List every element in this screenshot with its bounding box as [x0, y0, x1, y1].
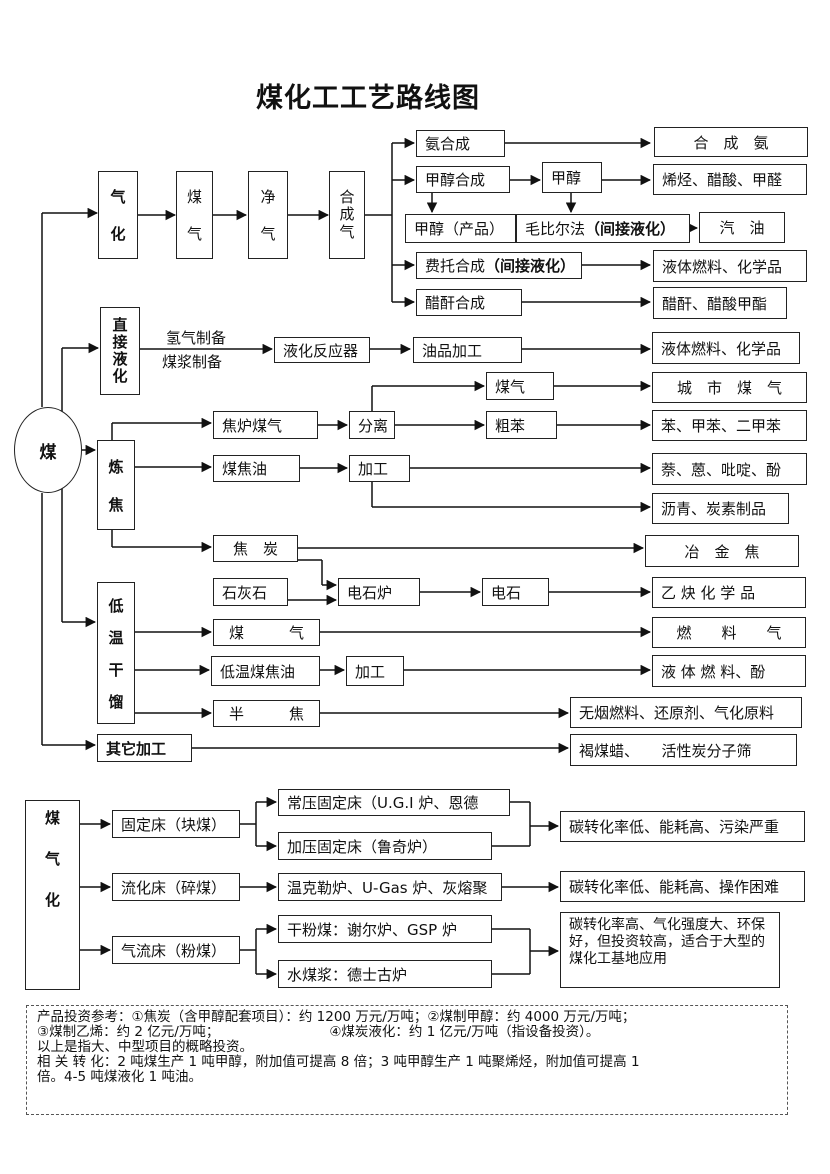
investment-note: 产品投资参考：①焦炭（含甲醇配套项目）：约 1200 万元/万吨；②煤制甲醇：约… — [26, 1005, 788, 1115]
dry-powder-box: 干粉煤：谢尔炉、GSP 炉 — [278, 915, 492, 943]
naphthalene-product-box: 萘、蒽、吡啶、酚 — [652, 453, 807, 485]
coal-node: 煤 — [14, 407, 82, 493]
acetic-anhydride-box: 醋酐合成 — [416, 289, 522, 316]
city-gas-box: 城 市 煤 气 — [652, 372, 807, 403]
coal-gasification-box: 煤 气 化 — [25, 800, 80, 990]
acetic-product-box: 醋酐、醋酸甲酯 — [653, 287, 787, 319]
coke-box: 焦 炭 — [213, 535, 298, 562]
ammonia-synthesis-box: 氨合成 — [416, 130, 505, 157]
fluidized-bed-types-box: 温克勒炉、U-Gas 炉、灰熔聚 — [278, 873, 502, 901]
hydrogen-prep-label: 氢气制备 — [166, 329, 227, 347]
limestone-box: 石灰石 — [213, 578, 288, 606]
direct-product-box: 液体燃料、化学品 — [652, 332, 800, 364]
liquid-fuel-phenol-box: 液 体 燃 料、酚 — [652, 655, 806, 687]
coking-char-2: 焦 — [108, 495, 124, 514]
low-temp-char-3: 干 — [108, 660, 124, 679]
fuel-gas-box: 燃 料 气 — [652, 617, 806, 648]
note-line-5: 倍。4-5 吨煤液化 1 吨油。 — [37, 1069, 203, 1085]
syngas-char-3: 气 — [339, 222, 355, 241]
coal-gas-char-2: 气 — [186, 225, 202, 243]
direct-liquefaction-char-1: 直 — [112, 315, 128, 334]
acetylene-product-box: 乙 炔 化 学 品 — [652, 577, 806, 608]
clean-gas-char-1: 净 — [260, 188, 276, 206]
coking-char-1: 炼 — [108, 457, 124, 476]
coal-gasification-char-2: 气 — [44, 850, 60, 868]
low-temp-char-2: 温 — [108, 628, 124, 647]
syngas-box: 合 成 气 — [329, 171, 365, 259]
note-line-2a: ③煤制乙烯：约 2 亿元/万吨； — [37, 1024, 220, 1040]
calcium-carbide-box: 电石 — [482, 578, 549, 606]
pitch-product-box: 沥青、炭素制品 — [652, 493, 789, 524]
coal-gas-char-1: 煤 — [186, 188, 202, 206]
clean-gas-box: 净 气 — [248, 171, 288, 259]
note-line-4: 相 关 转 化：2 吨煤生产 1 吨甲醇，附加值可提高 8 倍；3 吨甲醇生产 … — [37, 1054, 640, 1070]
coal-label: 煤 — [39, 442, 57, 463]
ammonia-product-box: 合 成 氨 — [654, 127, 808, 157]
low-temp-char-1: 低 — [108, 596, 124, 615]
mobil-process-box: 毛比尔法（间接液化） — [516, 214, 690, 243]
note-line-2: ③煤制乙烯：约 2 亿元/万吨； ④煤炭液化：约 1 亿元/万吨（指设备投资）。 — [37, 1025, 777, 1040]
fischer-tropsch-note: （间接液化） — [485, 257, 576, 275]
crude-benzene-box: 粗苯 — [486, 411, 557, 439]
coal-gasification-char-1: 煤 — [44, 809, 60, 827]
benzene-product-box: 苯、甲苯、二甲苯 — [652, 410, 807, 441]
direct-liquefaction-char-2: 接 — [112, 332, 128, 351]
direct-liquefaction-char-4: 化 — [112, 367, 128, 386]
syngas-char-1: 合 — [339, 188, 355, 207]
coal-gas-box: 煤 气 — [176, 171, 213, 259]
low-temp-processing-box: 加工 — [346, 656, 404, 686]
slurry-prep-label: 煤浆制备 — [162, 353, 223, 371]
low-temp-tar-box: 低温煤焦油 — [211, 656, 320, 686]
low-temp-carbonization-box: 低 温 干 馏 — [97, 582, 135, 724]
methanol-synthesis-box: 甲醇合成 — [416, 166, 510, 193]
note-line-3: 以上是指大、中型项目的概略投资。 — [37, 1039, 253, 1055]
liquefaction-reactor-box: 液化反应器 — [274, 337, 370, 363]
page-title: 煤化工工艺路线图 — [256, 83, 480, 114]
mobil-process-note: （间接液化） — [585, 220, 676, 238]
gasification-char-1: 气 — [110, 188, 126, 206]
direct-liquefaction-char-3: 液 — [112, 350, 128, 368]
gas-box: 煤气 — [486, 372, 554, 400]
metallurgical-coke-box: 冶 金 焦 — [645, 535, 799, 567]
water-slurry-box: 水煤浆：德士古炉 — [278, 960, 492, 988]
coal-gasification-char-3: 化 — [44, 891, 60, 909]
ft-product-box: 液体燃料、化学品 — [653, 250, 807, 282]
low-temp-char-4: 馏 — [108, 692, 124, 711]
note-line-1: 产品投资参考：①焦炭（含甲醇配套项目）：约 1200 万元/万吨；②煤制甲醇：约… — [37, 1009, 636, 1025]
note-line-2b: ④煤炭液化：约 1 亿元/万吨（指设备投资）。 — [329, 1024, 600, 1040]
coal-tar-box: 煤焦油 — [213, 455, 300, 482]
mobil-process-label: 毛比尔法 — [525, 220, 586, 238]
clean-gas-char-2: 气 — [260, 225, 276, 243]
fluidized-bed-box: 流化床（碎煤） — [112, 873, 240, 901]
other-product-box: 褐煤蜡、 活性炭分子筛 — [570, 734, 797, 766]
separation-box: 分离 — [349, 411, 395, 439]
semicoke-box: 半 焦 — [213, 700, 320, 727]
entrained-bed-result-box: 碳转化率高、气化强度大、环保好，但投资较高，适合于大型的煤化工基地应用 — [560, 912, 780, 988]
entrained-bed-box: 气流床（粉煤） — [112, 936, 240, 964]
direct-liquefaction-box: 直 接 液 化 — [100, 307, 140, 395]
fixed-bed-box: 固定床（块煤） — [112, 810, 240, 838]
fischer-tropsch-box: 费托合成（间接液化） — [416, 252, 582, 279]
olefins-product-box: 烯烃、醋酸、甲醛 — [653, 164, 807, 195]
methanol-box: 甲醇 — [542, 162, 602, 193]
other-processing-box: 其它加工 — [97, 734, 192, 762]
fixed-bed-result-box: 碳转化率低、能耗高、污染严重 — [560, 811, 805, 842]
coking-box: 炼 焦 — [97, 440, 135, 530]
gasoline-box: 汽 油 — [699, 212, 785, 243]
low-temp-gas-box: 煤 气 — [213, 619, 320, 646]
syngas-char-2: 成 — [339, 205, 355, 224]
coke-oven-gas-box: 焦炉煤气 — [213, 411, 318, 439]
gasification-char-2: 化 — [110, 225, 126, 243]
pressurized-fixed-bed-box: 加压固定床（鲁奇炉） — [278, 832, 492, 860]
carbide-furnace-box: 电石炉 — [338, 578, 420, 606]
methanol-product-box: 甲醇（产品） — [405, 214, 516, 243]
semicoke-product-box: 无烟燃料、还原剂、气化原料 — [570, 697, 802, 728]
atmospheric-fixed-bed-box: 常压固定床（U.G.I 炉、恩德 — [278, 789, 510, 816]
fluidized-bed-result-box: 碳转化率低、能耗高、操作困难 — [560, 871, 805, 902]
gasification-box: 气 化 — [98, 171, 138, 259]
fischer-tropsch-label: 费托合成 — [425, 257, 486, 275]
oil-processing-box: 油品加工 — [413, 337, 522, 363]
tar-processing-box: 加工 — [349, 455, 410, 482]
